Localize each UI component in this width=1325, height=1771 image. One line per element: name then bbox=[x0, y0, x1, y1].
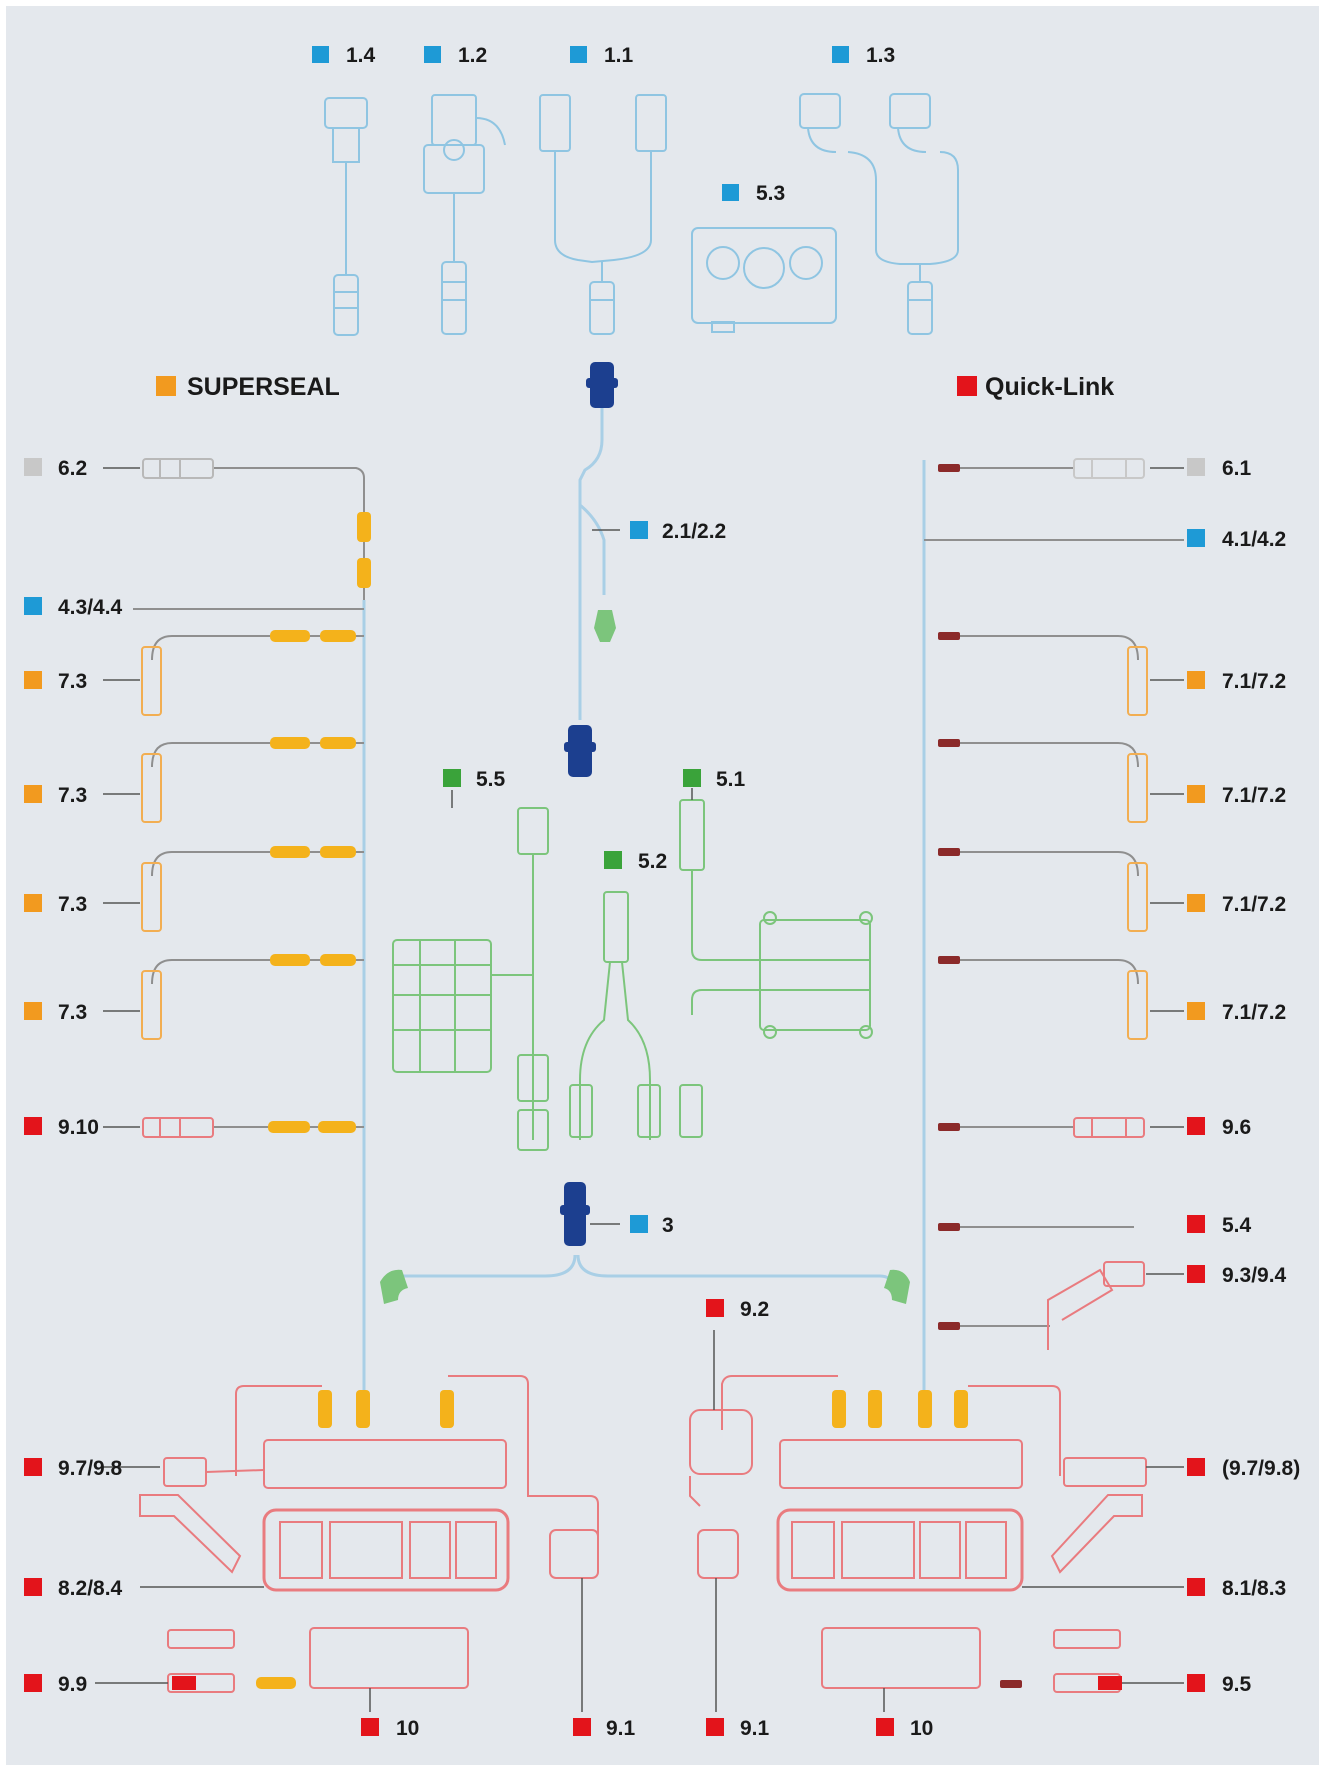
component-6-2-light bbox=[142, 458, 214, 479]
label-8-2-8-4: 8.2/8.4 bbox=[58, 1577, 123, 1600]
component-1-1-socket-pair bbox=[539, 94, 667, 335]
label-2-1-2-2: 2.1/2.2 bbox=[662, 520, 726, 543]
label-9-3-9-4: 9.3/9.4 bbox=[1222, 1264, 1287, 1287]
orange-light-7-1-units bbox=[1127, 646, 1148, 1040]
label-7-1-b: 7.1/7.2 bbox=[1222, 784, 1286, 807]
label-5-2: 5.2 bbox=[638, 850, 667, 873]
label-9-10: 9.10 bbox=[58, 1116, 99, 1139]
label-4-1-4-2: 4.1/4.2 bbox=[1222, 528, 1286, 551]
component-5-3-socket-panel bbox=[691, 227, 837, 333]
label-8-1-8-3: 8.1/8.3 bbox=[1222, 1577, 1286, 1600]
component-9-6-light bbox=[1073, 1117, 1145, 1138]
label-7-1-c: 7.1/7.2 bbox=[1222, 893, 1286, 916]
label-7-3-a: 7.3 bbox=[58, 670, 87, 693]
green-plug-2-1 bbox=[594, 610, 616, 642]
label-6-1: 6.1 bbox=[1222, 457, 1252, 480]
label-9-9: 9.9 bbox=[58, 1673, 87, 1696]
label-5-5: 5.5 bbox=[476, 768, 506, 791]
grey-branch-wires bbox=[133, 467, 1184, 1327]
component-1-3-socket-pair bbox=[799, 93, 959, 335]
label-7-3-b: 7.3 bbox=[58, 784, 87, 807]
label-9-7-9-8-optional: (9.7/9.8) bbox=[1222, 1457, 1300, 1480]
component-1-2-socket bbox=[423, 94, 506, 335]
yellow-superseal-plugs-bottom bbox=[256, 1390, 968, 1689]
label-squares bbox=[24, 46, 1205, 1736]
label-4-3-4-4: 4.3/4.4 bbox=[58, 596, 123, 619]
label-1-3: 1.3 bbox=[866, 44, 895, 67]
label-7-3-d: 7.3 bbox=[58, 1001, 87, 1024]
legend-quick-link: Quick-Link bbox=[985, 373, 1114, 401]
green-elbow-left bbox=[380, 1269, 408, 1304]
label-9-7-9-8: 9.7/9.8 bbox=[58, 1457, 123, 1480]
green-elbow-right bbox=[884, 1269, 910, 1304]
label-5-4: 5.4 bbox=[1222, 1214, 1252, 1237]
navy-connector-3 bbox=[560, 1182, 590, 1246]
label-1-1: 1.1 bbox=[604, 44, 634, 67]
label-3: 3 bbox=[662, 1214, 674, 1237]
component-1-4-socket bbox=[324, 97, 368, 336]
red-lamp-assembly-left bbox=[139, 1375, 599, 1693]
yellow-superseal-plugs-left bbox=[268, 512, 371, 1133]
navy-connector-mid bbox=[564, 725, 596, 777]
label-10-right: 10 bbox=[910, 1717, 933, 1740]
label-7-1-d: 7.1/7.2 bbox=[1222, 1001, 1286, 1024]
red-connector-pins bbox=[172, 1676, 1122, 1690]
label-5-3: 5.3 bbox=[756, 182, 785, 205]
label-9-1-left: 9.1 bbox=[606, 1717, 636, 1740]
red-lamp-assembly-right bbox=[689, 1375, 1147, 1693]
quick-link-plugs-right bbox=[938, 464, 1022, 1688]
label-1-4: 1.4 bbox=[346, 44, 376, 67]
label-5-1: 5.1 bbox=[716, 768, 746, 791]
component-9-10-light bbox=[142, 1117, 214, 1138]
orange-light-7-3-units bbox=[141, 646, 162, 1040]
label-9-1-right: 9.1 bbox=[740, 1717, 770, 1740]
label-10-left: 10 bbox=[396, 1717, 419, 1740]
component-6-1-light bbox=[1073, 458, 1145, 479]
component-9-3-marker-light bbox=[1047, 1261, 1145, 1350]
legend-superseal: SUPERSEAL bbox=[187, 373, 340, 401]
label-7-1-a: 7.1/7.2 bbox=[1222, 670, 1286, 693]
label-6-2: 6.2 bbox=[58, 457, 87, 480]
label-9-6: 9.6 bbox=[1222, 1116, 1251, 1139]
green-components-5-x bbox=[392, 799, 873, 1151]
navy-connector-top bbox=[586, 362, 618, 408]
label-leader-lines bbox=[95, 467, 1184, 1712]
diagram-background bbox=[6, 6, 1319, 1765]
label-1-2: 1.2 bbox=[458, 44, 487, 67]
label-9-2: 9.2 bbox=[740, 1298, 769, 1321]
label-9-5: 9.5 bbox=[1222, 1673, 1252, 1696]
label-7-3-c: 7.3 bbox=[58, 893, 87, 916]
